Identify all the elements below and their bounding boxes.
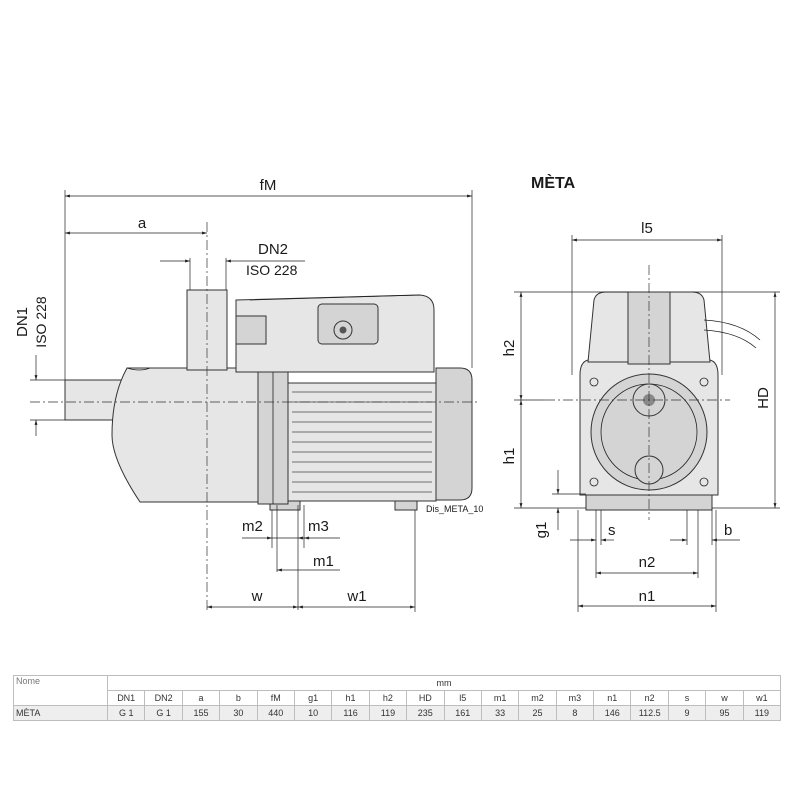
front-view: l5 h2 h1 HD g1 s b n2 (501, 220, 780, 612)
s-label: s (608, 522, 616, 539)
column-header: h2 (368, 690, 408, 706)
b-label: b (724, 522, 732, 539)
table-cell: G 1 (106, 705, 146, 721)
capacitor (235, 315, 267, 345)
column-header: m1 (480, 690, 520, 706)
n2-label: n2 (639, 554, 656, 571)
g1-label: g1 (533, 522, 550, 539)
table-cell: 119 (742, 705, 782, 721)
a-label: a (138, 215, 147, 232)
h2-label: h2 (501, 340, 518, 357)
table-cell: 33 (480, 705, 520, 721)
w1-label: w1 (346, 588, 366, 605)
table-cell: 30 (219, 705, 258, 721)
column-header: s (667, 690, 707, 706)
column-header: m2 (518, 690, 557, 706)
fm-label: fM (260, 177, 277, 194)
technical-drawing: fM a DN2 ISO 228 DN1 ISO 228 m2 m3 m1 (14, 173, 780, 612)
h1-label: h1 (501, 448, 518, 465)
column-header: fM (256, 690, 295, 706)
table-cell: 8 (555, 705, 595, 721)
table-cell: 161 (443, 705, 482, 721)
table-cell: 9 (667, 705, 707, 721)
column-header: l5 (443, 690, 482, 706)
dn1-iso-label: ISO 228 (33, 296, 49, 348)
column-header: g1 (293, 690, 333, 706)
table-cell: 146 (593, 705, 632, 721)
table-cell: 10 (293, 705, 333, 721)
column-header: m3 (555, 690, 595, 706)
table-cell: 112.5 (630, 705, 669, 721)
model-title: MÈTA (531, 173, 576, 192)
m1-label: m1 (313, 553, 334, 570)
table-cell: 119 (368, 705, 408, 721)
row-name: MÈTA (13, 705, 108, 721)
table-cell: 235 (406, 705, 445, 721)
unit-header: mm (106, 675, 782, 691)
n1-label: n1 (639, 588, 656, 605)
pump-casing (111, 367, 263, 503)
table-cell: 155 (181, 705, 221, 721)
column-header: n2 (630, 690, 669, 706)
l5-label: l5 (641, 220, 653, 237)
column-header: n1 (593, 690, 632, 706)
column-header: DN2 (144, 690, 183, 706)
dn1-label: DN1 (14, 307, 31, 337)
column-header: w1 (742, 690, 782, 706)
fan-cover (435, 367, 473, 501)
hd-label: HD (755, 387, 772, 409)
table-cell: 25 (518, 705, 557, 721)
dn2-iso-label: ISO 228 (246, 262, 298, 278)
dn2-label: DN2 (258, 241, 288, 258)
m2-label: m2 (242, 518, 263, 535)
table-cell: 440 (256, 705, 295, 721)
column-header: a (181, 690, 221, 706)
table-cell: 116 (331, 705, 370, 721)
table-cell: 95 (705, 705, 744, 721)
side-view: fM a DN2 ISO 228 DN1 ISO 228 m2 m3 m1 (14, 177, 483, 612)
column-header: DN1 (106, 690, 146, 706)
column-header: HD (406, 690, 445, 706)
column-header: b (219, 690, 258, 706)
m3-label: m3 (308, 518, 329, 535)
column-header: h1 (331, 690, 370, 706)
table-cell: G 1 (144, 705, 183, 721)
column-header: w (705, 690, 744, 706)
nome-header: Nome (13, 675, 108, 706)
drawing-code: Dis_META_10 (426, 504, 483, 514)
w-label: w (251, 588, 263, 605)
